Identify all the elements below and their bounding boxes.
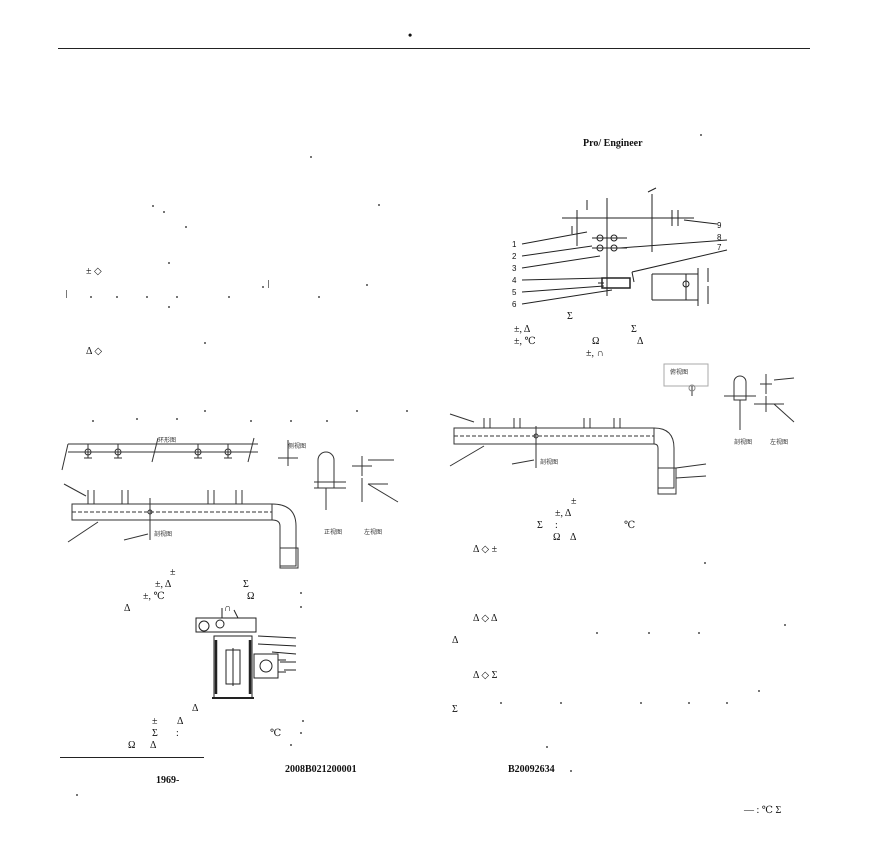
label-side1: 剖视图 [734, 438, 752, 446]
sym-r6: Δ ◇ Δ [473, 613, 498, 624]
sym-r7: Δ [452, 635, 459, 646]
paragraph-symbol: ± ◇ [86, 266, 102, 277]
callout-1: 1 [512, 240, 517, 249]
sym-r5: Δ ◇ ± [473, 544, 498, 555]
sym-b2: ± [152, 716, 158, 727]
sym-b3: Σ [152, 728, 158, 739]
callout-5: 5 [512, 288, 517, 297]
footnote-rule [60, 757, 204, 758]
sym-r4: Ω [553, 532, 561, 543]
sym-r4b: Δ [570, 532, 577, 543]
paragraph-symbol: Δ ◇ [86, 346, 103, 357]
sym-r3: Σ [537, 520, 543, 531]
page-marks: — : ℃ Σ [744, 805, 782, 816]
sym-m2: ±, Δ [155, 579, 172, 590]
figure-title: Pro/ Engineer [583, 138, 643, 149]
label-top: 环形图 [158, 436, 176, 444]
callout-4: 4 [512, 276, 517, 285]
caption-line-2c: Δ [637, 336, 644, 347]
sym-b2b: Δ [177, 716, 184, 727]
sym-m3: ±, ℃ [143, 591, 165, 602]
label-side1: 正视图 [324, 528, 342, 536]
caption-line-2b: Ω [592, 336, 600, 347]
sym-m5: ∩ [224, 603, 232, 614]
mechanism-diagram: 1 2 3 4 5 6 7 8 9 [512, 187, 728, 309]
sym-m1: ± [170, 567, 176, 578]
callout-8: 8 [717, 233, 722, 242]
callout-7: 7 [717, 243, 722, 252]
sym-r3c: ℃ [624, 520, 636, 531]
sym-b3b: : [176, 728, 179, 739]
author-year: 1969- [156, 775, 180, 786]
caption-line-2: ±, ℃ [514, 336, 536, 347]
label-topright: 俯视图 [670, 368, 688, 376]
pipe-diagram-right: 剖视图 俯视图 剖视图 左视图 [449, 363, 795, 495]
caption-sigma: Σ [567, 311, 573, 322]
sym-r1: ± [571, 496, 577, 507]
fund-number-2: B20092634 [508, 764, 555, 775]
callout-2: 2 [512, 252, 517, 261]
sym-b4: Ω [128, 740, 136, 751]
sym-m2b: Σ [243, 579, 249, 590]
label-side2: 左视图 [770, 438, 788, 446]
label-main: 剖视图 [540, 458, 558, 466]
header-rule [58, 48, 810, 49]
sym-b3c: ℃ [270, 728, 282, 739]
header-mark: • [408, 28, 413, 42]
caption-line-1: ±, Δ [514, 324, 531, 335]
sym-m4: Δ [124, 603, 131, 614]
sym-b4b: Δ [150, 740, 157, 751]
fund-number-1: 2008B021200001 [285, 764, 357, 775]
sym-m3b: Ω [247, 591, 255, 602]
label-bottom: 剖视图 [154, 530, 172, 538]
sym-b1: Δ [192, 703, 199, 714]
callout-6: 6 [512, 300, 517, 309]
sym-r8: Δ ◇ Σ [473, 670, 498, 681]
pipe-diagram-left: 环形图 侧视图 剖视图 正视图 左视图 [61, 436, 399, 569]
callout-9: 9 [717, 221, 722, 230]
callout-3: 3 [512, 264, 517, 273]
equipment-diagram [195, 608, 297, 699]
caption-line-3: ±, ∩ [586, 348, 604, 359]
sym-r3b: : [555, 520, 558, 531]
caption-line-1b: Σ [631, 324, 637, 335]
label-side2: 左视图 [364, 528, 382, 536]
sym-r2: ±, Δ [555, 508, 572, 519]
sym-r9: Σ [452, 704, 458, 715]
label-right: 侧视图 [288, 442, 306, 450]
